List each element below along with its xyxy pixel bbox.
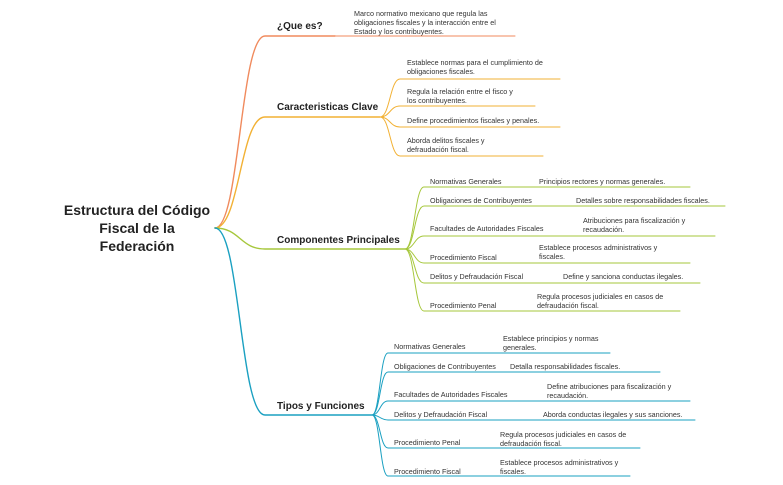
- tipo-desc: Establece procesos administrativos y fis…: [500, 458, 619, 476]
- componente-name: Procedimiento Penal: [430, 301, 497, 310]
- branch-tipos-label: Tipos y Funciones: [277, 401, 365, 412]
- tipo-desc: Establece principios y normas generales.: [503, 334, 599, 352]
- tipo-desc: Detalla responsabilidades fiscales.: [510, 362, 621, 371]
- tipo-desc: Regula procesos judiciales en casos de d…: [500, 430, 627, 448]
- componente-desc: Regula procesos judiciales en casos de d…: [537, 292, 664, 310]
- caracteristica-item: Aborda delitos fiscales y defraudación f…: [407, 136, 485, 154]
- componente-name: Normativas Generales: [430, 177, 502, 186]
- branch-que-es-label: ¿Que es?: [277, 21, 323, 32]
- tipo-name: Facultades de Autoridades Fiscales: [394, 390, 508, 399]
- caracteristica-leaf-line: [379, 78, 561, 118]
- componente-desc: Establece procesos administrativos y fis…: [539, 243, 658, 261]
- que-es-description: Marco normativo mexicano que regula las …: [354, 9, 496, 36]
- tipo-leaf-line: [371, 414, 631, 477]
- componente-name: Facultades de Autoridades Fiscales: [430, 224, 544, 233]
- componente-leaf-line: [404, 248, 681, 312]
- branch-caracteristicas-label: Caracteristicas Clave: [277, 102, 379, 113]
- tipo-leaf-line: [371, 371, 661, 416]
- tipo-name: Procedimiento Penal: [394, 438, 461, 447]
- tipo-desc: Aborda conductas ilegales y sus sancione…: [543, 410, 683, 419]
- componente-name: Delitos y Defraudación Fiscal: [430, 272, 524, 281]
- root-title: Estructura del Código Fiscal de la Feder…: [63, 202, 211, 254]
- tipo-leaf-line: [371, 414, 696, 421]
- tipo-desc: Define atribuciones para fiscalización y…: [547, 382, 672, 400]
- caracteristica-item: Regula la relación entre el fisco y los …: [407, 87, 513, 105]
- componente-leaf-line: [404, 205, 726, 250]
- tipo-name: Delitos y Defraudación Fiscal: [394, 410, 488, 419]
- caracteristica-item: Define procedimientos fiscales y penales…: [407, 116, 540, 125]
- caracteristica-leaf-line: [379, 105, 536, 118]
- branch-caracteristicas-connector: [214, 116, 381, 229]
- componente-desc: Atribuciones para fiscalización y recaud…: [583, 216, 686, 234]
- tipo-name: Procedimiento Fiscal: [394, 467, 461, 476]
- branch-tipos-connector: [214, 227, 373, 416]
- caracteristica-leaf-line: [379, 116, 561, 128]
- branch-componentes-label: Componentes Principales: [277, 235, 400, 246]
- componente-name: Procedimiento Fiscal: [430, 253, 497, 262]
- componente-name: Obligaciones de Contribuyentes: [430, 196, 532, 205]
- componente-desc: Detalles sobre responsabilidades fiscale…: [576, 196, 710, 205]
- branch-componentes-connector: [214, 227, 406, 250]
- tipo-name: Obligaciones de Contribuyentes: [394, 362, 496, 371]
- componente-desc: Define y sanciona conductas ilegales.: [563, 272, 684, 281]
- tipo-name: Normativas Generales: [394, 342, 466, 351]
- tipo-leaf-line: [371, 400, 691, 416]
- branch-que-es-connector: [214, 35, 336, 229]
- componente-desc: Principios rectores y normas generales.: [539, 177, 666, 186]
- componente-leaf-line: [404, 235, 716, 250]
- caracteristica-item: Establece normas para el cumplimiento de…: [407, 58, 543, 76]
- caracteristica-leaf-line: [379, 116, 544, 157]
